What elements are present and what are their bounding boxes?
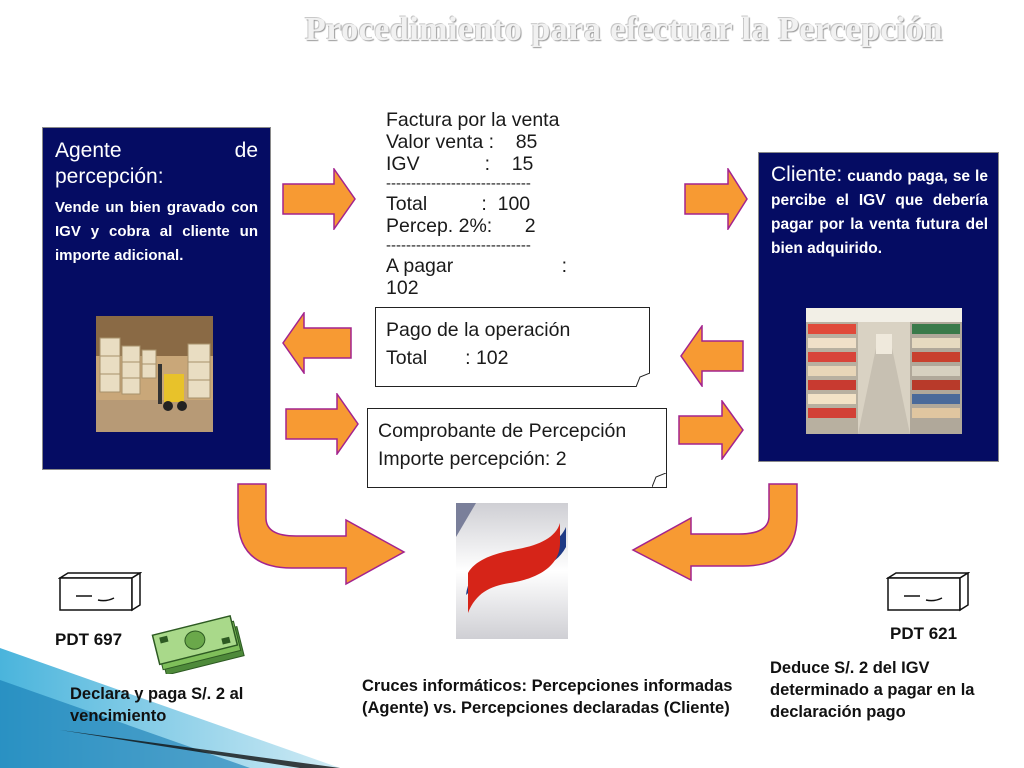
client-text: cuando paga, se le percibe el IGV que de… [771,168,988,257]
warehouse-photo [96,316,213,432]
right-caption: Deduce S/. 2 del IGV determinado a pagar… [770,659,975,721]
receipt-note-line1: Comprobante de Percepción [378,420,627,442]
payment-note-line1: Pago de la operación [386,319,571,341]
note-curl [652,473,666,487]
invoice-line: A pagar : [386,255,567,277]
curved-arrow-icon [237,483,406,586]
arrow-right-icon [285,393,359,455]
agent-box: Agente de percepción: Vende un bien grav… [42,127,271,470]
arrow-left-icon [680,325,744,387]
center-caption: Cruces informáticos: Percepciones inform… [362,677,733,717]
receipt-note: Comprobante de Percepción Importe percep… [367,408,667,488]
arrow-left-icon [282,312,352,374]
disk-drive-icon [886,572,970,612]
left-caption: Declara y paga S/. 2 al vencimiento [70,685,244,725]
pdt-621-label: PDT 621 [890,624,958,643]
disk-drive-icon [58,572,142,612]
client-box: Cliente: cuando paga, se le percibe el I… [758,152,999,462]
invoice-block: Factura por la venta Valor venta : 85 IG… [386,109,616,299]
invoice-line: IGV : 15 [386,153,534,175]
arrow-right-icon [684,168,748,230]
arrow-right-icon [282,168,356,230]
agent-heading: Agente de [55,138,258,164]
agent-heading-line2: percepción: [55,165,164,188]
invoice-line: ----------------------------- [386,175,531,192]
receipt-note-line2: Importe percepción: 2 [378,448,567,470]
corner-swoosh [0,648,340,768]
client-label: Cliente: [771,163,843,186]
agent-description: Vende un bien gravado con IGV y cobra al… [55,199,258,264]
client-description: Cliente: cuando paga, se le percibe el I… [771,163,988,261]
invoice-line: Percep. 2%: 2 [386,215,536,237]
invoice-line: ----------------------------- [386,237,531,254]
invoice-line: Total : 100 [386,193,531,215]
note-curl [636,373,650,387]
supermarket-photo [806,308,962,434]
payment-note-line2: Total : 102 [386,347,509,369]
invoice-line: Valor venta : 85 [386,131,538,153]
invoice-line: 102 [386,277,419,299]
invoice-line: Factura por la venta [386,109,560,131]
money-icon [151,614,245,674]
page-title: Procedimiento para efectuar la Percepció… [305,11,943,48]
agent-heading-word: de [234,139,258,162]
sunat-logo [456,503,568,639]
pdt-697-label: PDT 697 [55,630,123,649]
payment-note: Pago de la operación Total : 102 [375,307,650,387]
agent-heading-word: Agente [55,139,122,162]
curved-arrow-icon [631,483,798,582]
arrow-right-icon [678,400,744,460]
